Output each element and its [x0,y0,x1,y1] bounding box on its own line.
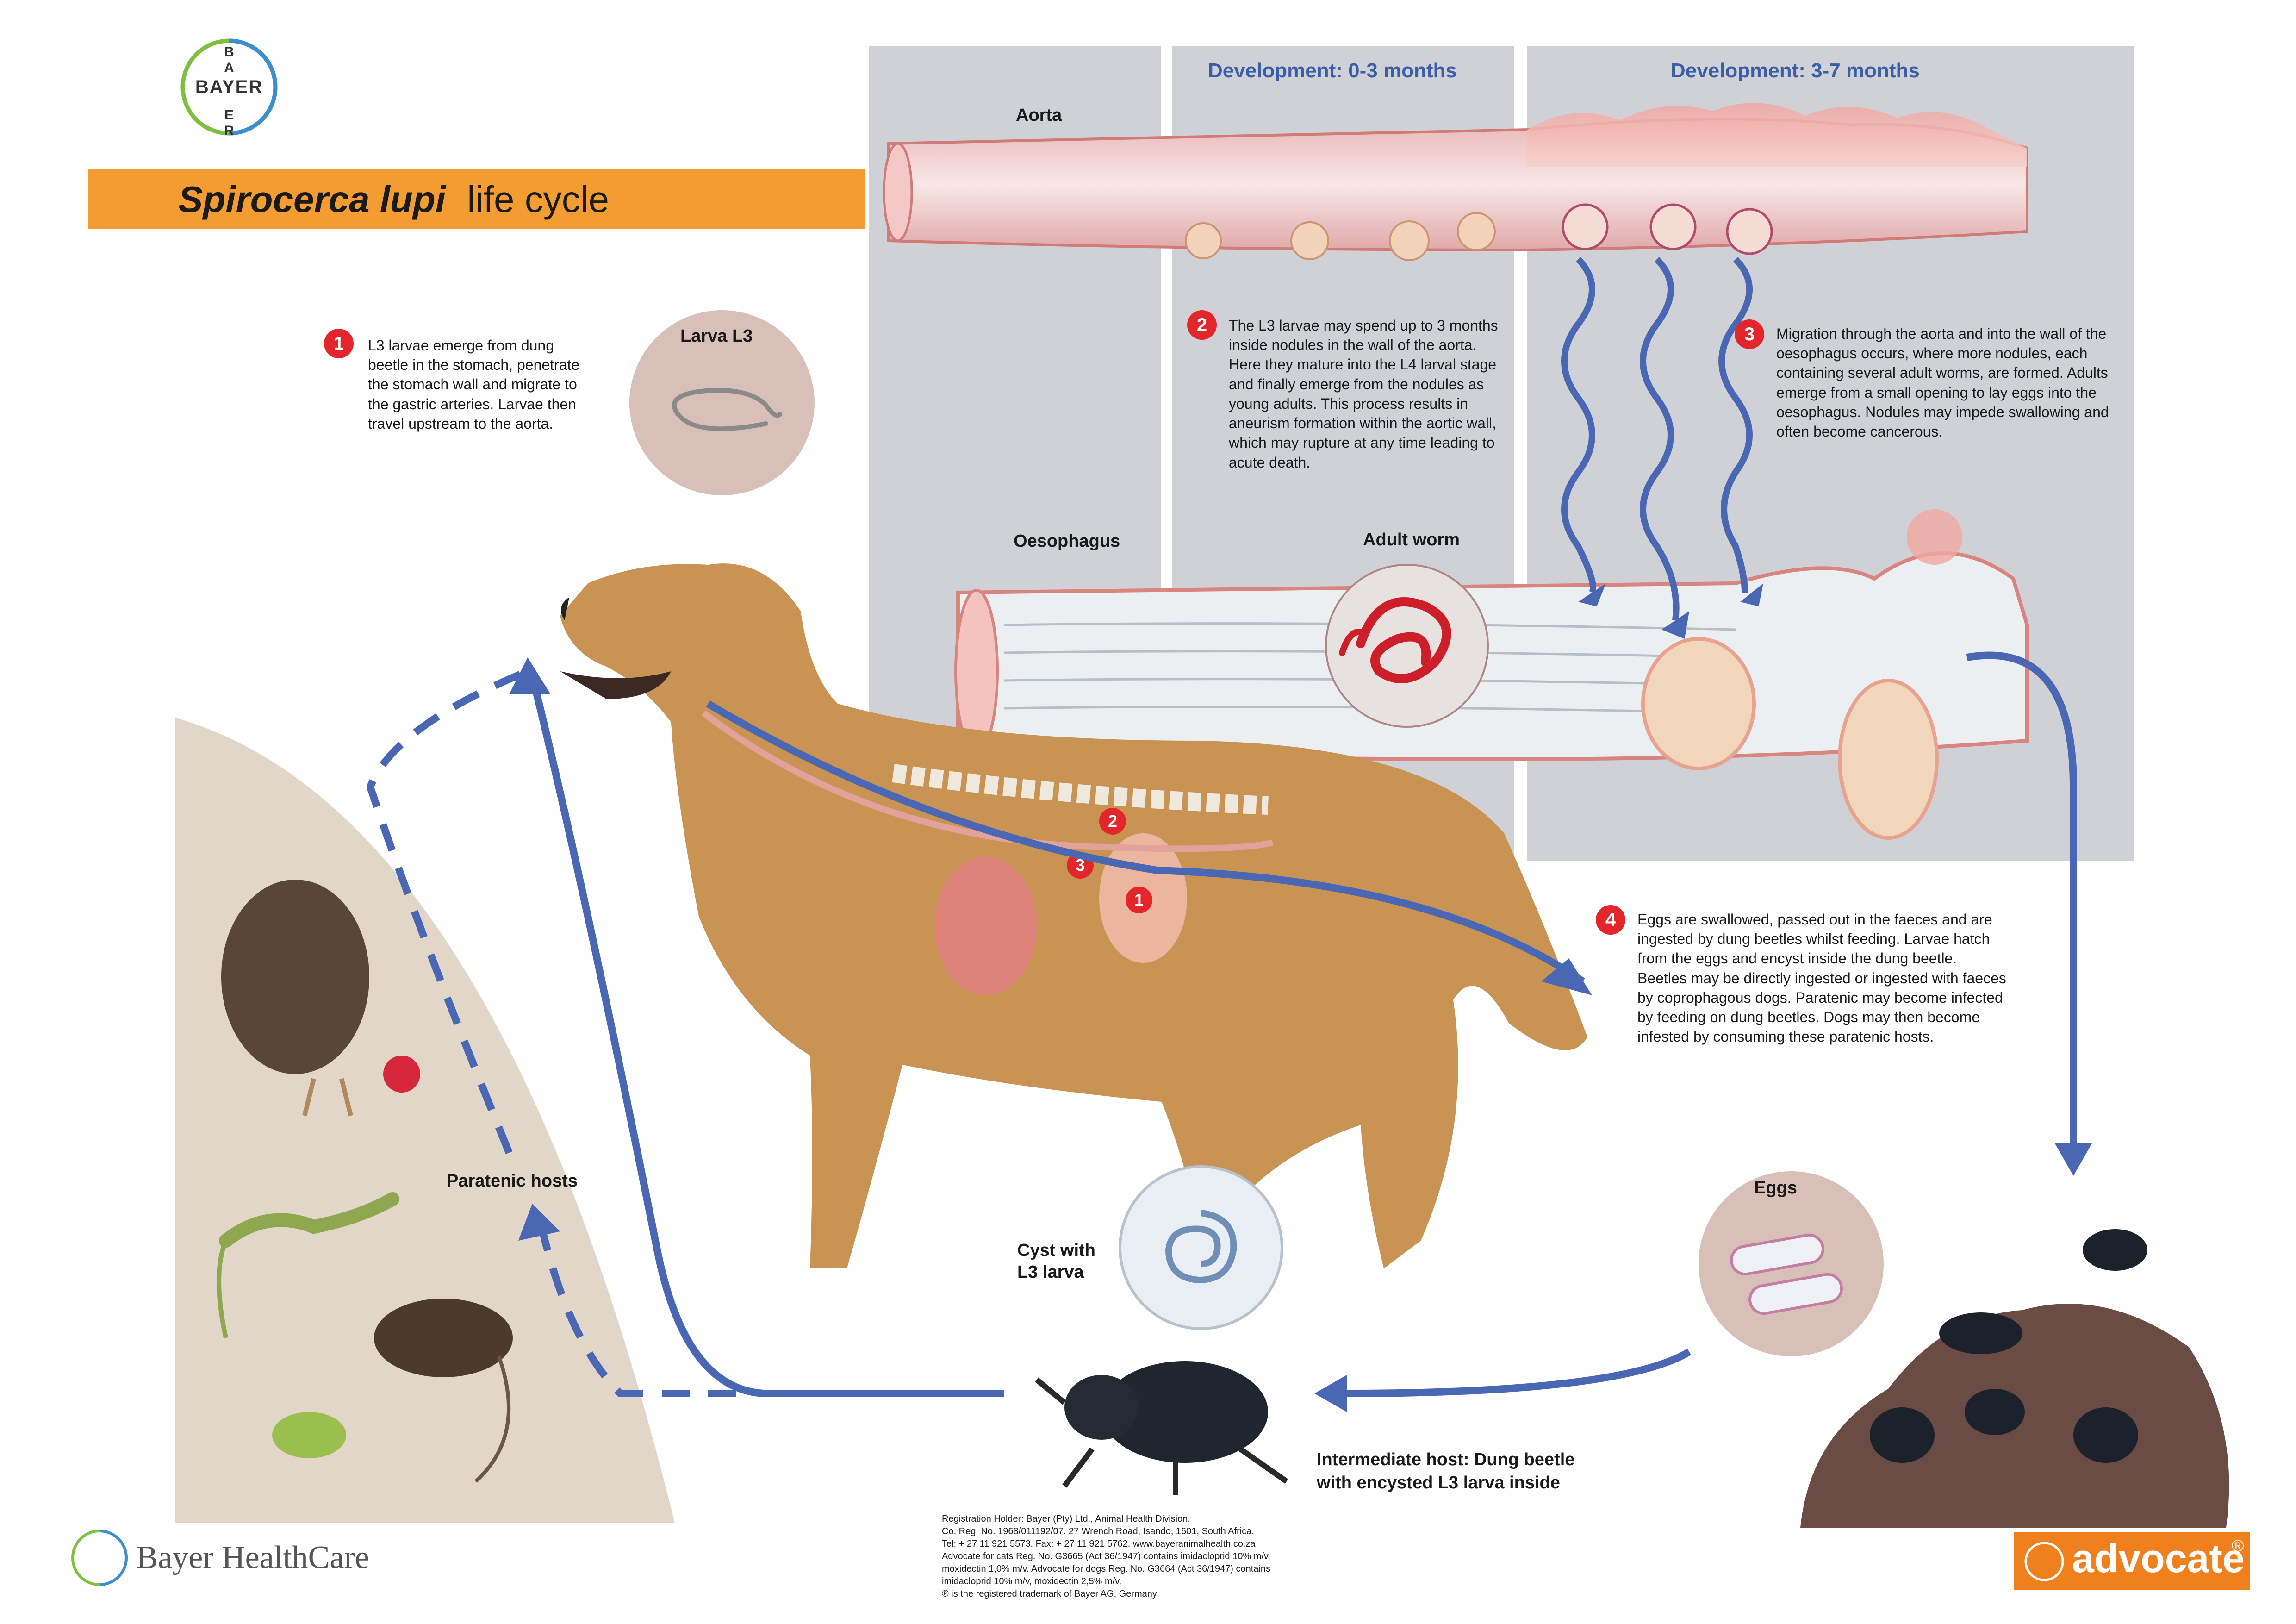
dog-step-1-badge: 1 [1126,887,1152,913]
bayer-cross-icon [180,38,278,136]
fine-print-line: Tel: + 27 11 921 5573. Fax: + 27 11 921 … [942,1539,1256,1549]
step-1-badge: 1 [324,329,354,358]
step-2-badge: 2 [1187,310,1217,340]
fine-print-line: Registration Holder: Bayer (Pty) Ltd., A… [942,1514,1190,1524]
step-1-text: L3 larvae emerge from dung beetle in the… [368,337,580,432]
dog-step-2-badge: 2 [1099,808,1126,835]
bayer-logo-text: BAYER [195,77,263,97]
aorta-illustration [883,103,2028,261]
label-paratenic-hosts: Paratenic hosts [447,1171,578,1191]
label-cyst-line1: Cyst with [1017,1241,1095,1260]
page-title: Spirocerca lupi life cycle [178,178,609,221]
paratenic-hosts-region [175,718,675,1523]
advocate-mark: ® [2232,1536,2244,1555]
title-species: Spirocerca lupi [178,179,446,220]
hen-icon [221,880,420,1117]
fine-print-line: ® is the registered trademark of Bayer A… [942,1589,1157,1599]
dog-illustration [560,563,1587,1268]
dung-pile-illustration [1800,1229,2229,1528]
footer-brand-name: Bayer HealthCare [136,1540,369,1575]
advocate-name: advocate [2072,1537,2245,1581]
step-3-text: Migration through the aorta and into the… [1776,325,2109,440]
step-3-badge: 3 [1735,319,1764,349]
label-aorta: Aorta [1016,106,1062,125]
step-2-text: The L3 larvae may spend up to 3 months i… [1229,317,1498,471]
cyst-illustration [1119,1165,1283,1330]
panel-title-0-3: Development: 0-3 months [1208,59,1457,82]
label-larva-l3: Larva L3 [680,326,753,346]
bayer-cross-icon [2024,1542,2064,1581]
frog-icon [272,1412,346,1458]
adult-worm-illustration [1325,564,1489,728]
label-cyst-line2: L3 larva [1017,1262,1084,1282]
larva-l3-illustration [629,310,815,495]
label-adult-worm: Adult worm [1363,530,1460,550]
fine-print: Registration Holder: Bayer (Pty) Ltd., A… [942,1513,1497,1600]
title-rest: life cycle [467,179,609,220]
label-intermediate-line1: Intermediate host: Dung beetle [1317,1450,1575,1469]
fine-print-line: Advocate for cats Reg. No. G3665 (Act 36… [942,1551,1270,1562]
footer-brand: Bayer HealthCare [69,1528,369,1593]
eggs-illustration [1699,1171,1884,1356]
oesophagus-illustration [954,509,2029,840]
lizard-icon [217,1192,399,1339]
title-banner [88,169,865,229]
label-intermediate-line2: with encysted L3 larva inside [1317,1473,1560,1493]
fine-print-line: moxidectin 1,0% m/v. Advocate for dogs R… [942,1564,1271,1574]
step-4-badge: 4 [1596,905,1625,935]
bayer-cross-icon [71,1530,128,1586]
rat-icon [374,1299,513,1483]
step-4-text: Eggs are swallowed, passed out in the fa… [1637,911,2006,1045]
fine-print-line: Co. Reg. No. 1968/011192/07. 27 Wrench R… [942,1526,1254,1537]
dung-beetle-illustration [1035,1361,1288,1495]
label-eggs: Eggs [1754,1178,1797,1198]
panel-title-3-7: Development: 3-7 months [1671,59,1920,82]
advocate-logo: advocate ® [2014,1532,2250,1590]
label-oesophagus: Oesophagus [1014,531,1120,551]
fine-print-line: imidacloprid 10% m/v, moxidectin 2,5% m/… [942,1576,1122,1587]
migration-arrows [1561,257,1763,639]
